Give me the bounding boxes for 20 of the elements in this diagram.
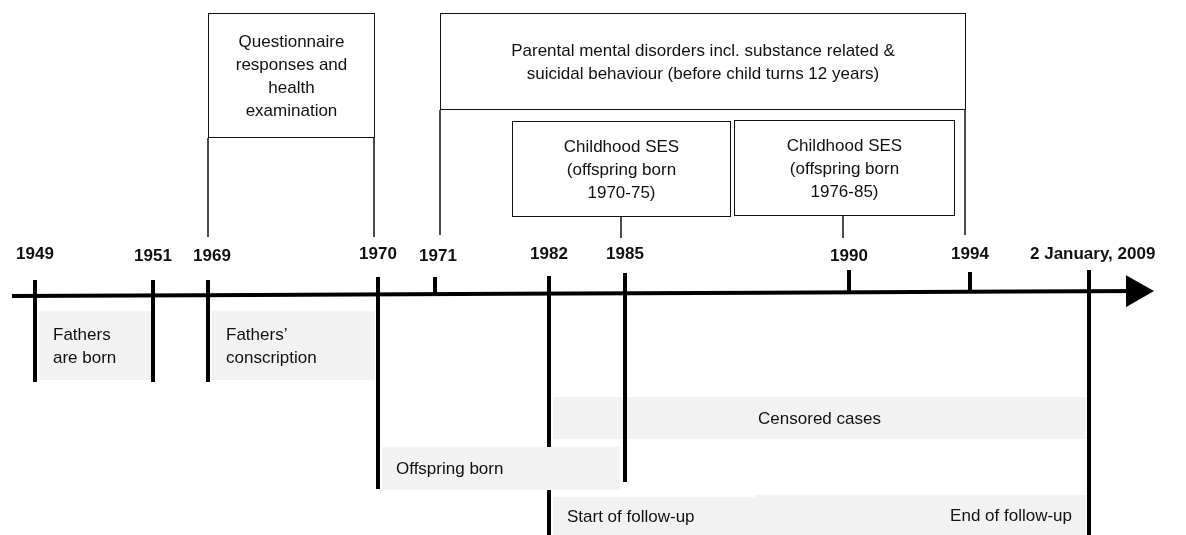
text-box: Parental mental disorders incl. substance related & suicidal behaviour (before child turns 12 years) [440, 13, 966, 110]
year-label: 1970 [359, 244, 397, 264]
year-label: 1985 [606, 244, 644, 264]
period-band: Start of follow-up [553, 497, 755, 535]
year-label: 1949 [16, 244, 54, 264]
year-label: 1969 [193, 246, 231, 266]
year-label: 1982 [530, 244, 568, 264]
period-band: Offspring born [382, 447, 620, 490]
year-label: 1951 [134, 246, 172, 266]
year-label: 2 January, 2009 [1030, 244, 1156, 264]
year-label: 1994 [951, 244, 989, 264]
text-box: Childhood SES (offspring born 1970-75) [512, 121, 731, 217]
text-box: Questionnaire responses and health examination [208, 13, 375, 138]
year-label: 1971 [419, 246, 457, 266]
year-label: 1990 [830, 246, 868, 266]
period-band: Fathers are born [39, 311, 151, 380]
text-box: Childhood SES (offspring born 1976-85) [734, 120, 955, 216]
period-band: Censored cases [553, 397, 1086, 439]
period-band: End of follow-up [755, 495, 1086, 535]
period-band: Fathers’ conscription [212, 311, 375, 380]
